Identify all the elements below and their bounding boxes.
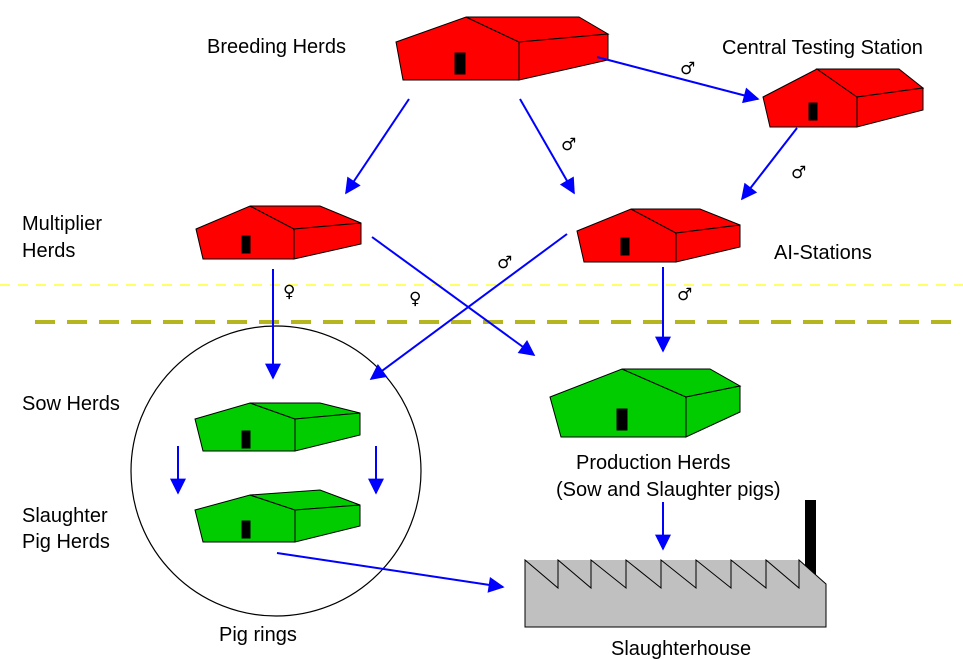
label-ai-stations: AI-Stations bbox=[774, 242, 872, 264]
label-slaughter-pig-line-1: Slaughter bbox=[22, 505, 108, 527]
breeding-herds-building bbox=[395, 16, 610, 81]
label-production-line-1: Production Herds bbox=[576, 452, 731, 474]
label-multiplier-line-2: Herds bbox=[22, 240, 75, 262]
pig-rings-circle bbox=[130, 325, 422, 617]
male-symbol-ai-sow: ♂ bbox=[497, 253, 512, 273]
production-herds-building bbox=[549, 368, 742, 438]
sow-herds-building bbox=[194, 402, 361, 452]
label-production-line-2: (Sow and Slaughter pigs) bbox=[556, 479, 781, 501]
label-slaughter-pig-line-2: Pig Herds bbox=[22, 531, 110, 553]
label-slaughterhouse: Slaughterhouse bbox=[611, 638, 751, 660]
label-pig-rings: Pig rings bbox=[219, 624, 297, 646]
male-symbol-ai-production: ♂ bbox=[677, 285, 692, 305]
female-symbol-multiplier-sow: ♀ bbox=[283, 282, 295, 302]
arrow-breeding-to-central bbox=[596, 56, 760, 104]
arrow-multiplier-to-production bbox=[371, 236, 536, 356]
label-multiplier-line-1: Multiplier bbox=[22, 213, 102, 235]
male-symbol-breeding-central: ♂ bbox=[680, 59, 695, 79]
arrow-breeding-to-ai bbox=[519, 98, 575, 195]
label-sow-herds: Sow Herds bbox=[22, 393, 120, 415]
male-symbol-breeding-ai: ♂ bbox=[561, 135, 576, 155]
arrow-ai-to-sow bbox=[369, 233, 568, 380]
label-breeding-herds: Breeding Herds bbox=[207, 36, 346, 58]
arrow-breeding-to-multiplier bbox=[345, 98, 410, 195]
female-symbol-multiplier-production: ♀ bbox=[409, 289, 421, 309]
flow-arrows bbox=[170, 56, 798, 593]
central-testing-station-building bbox=[762, 68, 925, 128]
arrow-central-to-ai bbox=[741, 127, 798, 201]
multiplier-herds-building bbox=[195, 205, 362, 260]
label-central-testing-station: Central Testing Station bbox=[722, 37, 923, 59]
ai-stations-building bbox=[576, 208, 741, 263]
slaughter-pig-herds-building bbox=[194, 489, 361, 543]
arrow-pig-herds-to-slaughterhouse bbox=[276, 552, 505, 593]
male-symbol-central-ai: ♂ bbox=[791, 163, 806, 183]
slaughterhouse-building bbox=[524, 500, 827, 628]
